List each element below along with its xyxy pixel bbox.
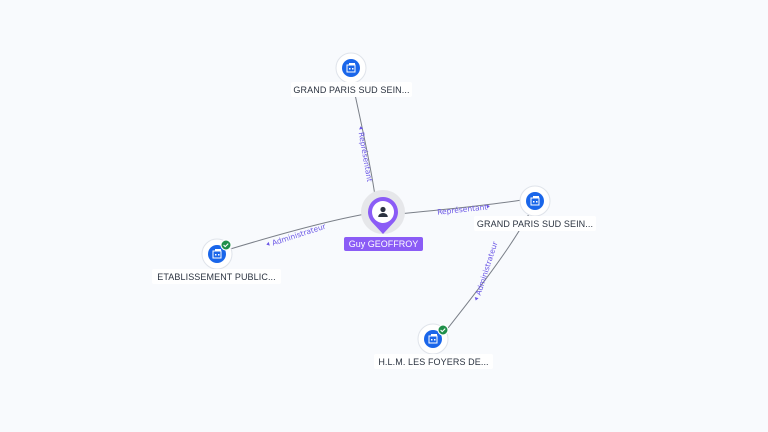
edge-label-bottom: Administrateur: [474, 240, 500, 301]
building-icon: [212, 249, 222, 259]
arrow-icon: [266, 241, 270, 246]
arrow-icon: [486, 204, 490, 209]
node-core: [342, 59, 360, 77]
edge-label-left: Administrateur: [266, 221, 328, 248]
person-icon: [378, 206, 388, 217]
company-label: GRAND PARIS SUD SEIN...: [293, 85, 409, 95]
label-box: [374, 354, 493, 369]
company-node-top[interactable]: GRAND PARIS SUD SEIN...: [291, 52, 412, 97]
building-icon: [428, 334, 438, 344]
company-node-left[interactable]: ETABLISSEMENT PUBLIC...: [152, 238, 281, 284]
edge-label-text: Représentant: [437, 202, 488, 216]
person-name: Guy GEOFFROY: [349, 239, 419, 249]
label-box: [152, 269, 281, 284]
arrow-icon: [359, 126, 364, 130]
arrow-icon: [474, 297, 479, 301]
edge-person-right: [397, 199, 523, 215]
edge-person-left: [226, 213, 367, 251]
edge-label-right: Représentant: [437, 202, 490, 217]
company-node-bottom[interactable]: H.L.M. LES FOYERS DE...: [374, 323, 493, 369]
company-label: H.L.M. LES FOYERS DE...: [378, 357, 488, 367]
label-box: [474, 216, 596, 231]
edge-label-text: Administrateur: [474, 240, 500, 297]
edge-label-text: Représentant: [357, 131, 375, 182]
company-label: ETABLISSEMENT PUBLIC...: [157, 272, 276, 282]
person-node[interactable]: Guy GEOFFROY: [344, 190, 423, 251]
verified-badge-icon: [220, 239, 232, 251]
edge-label-top: Représentant: [357, 126, 375, 183]
company-label: GRAND PARIS SUD SEIN...: [477, 219, 593, 229]
verified-badge-icon: [437, 324, 449, 336]
person-label-box: [344, 237, 423, 251]
company-node-right[interactable]: GRAND PARIS SUD SEIN...: [474, 185, 596, 231]
node-core: [526, 192, 544, 210]
building-icon: [346, 63, 356, 73]
label-box: [291, 82, 412, 97]
building-icon: [530, 196, 540, 206]
